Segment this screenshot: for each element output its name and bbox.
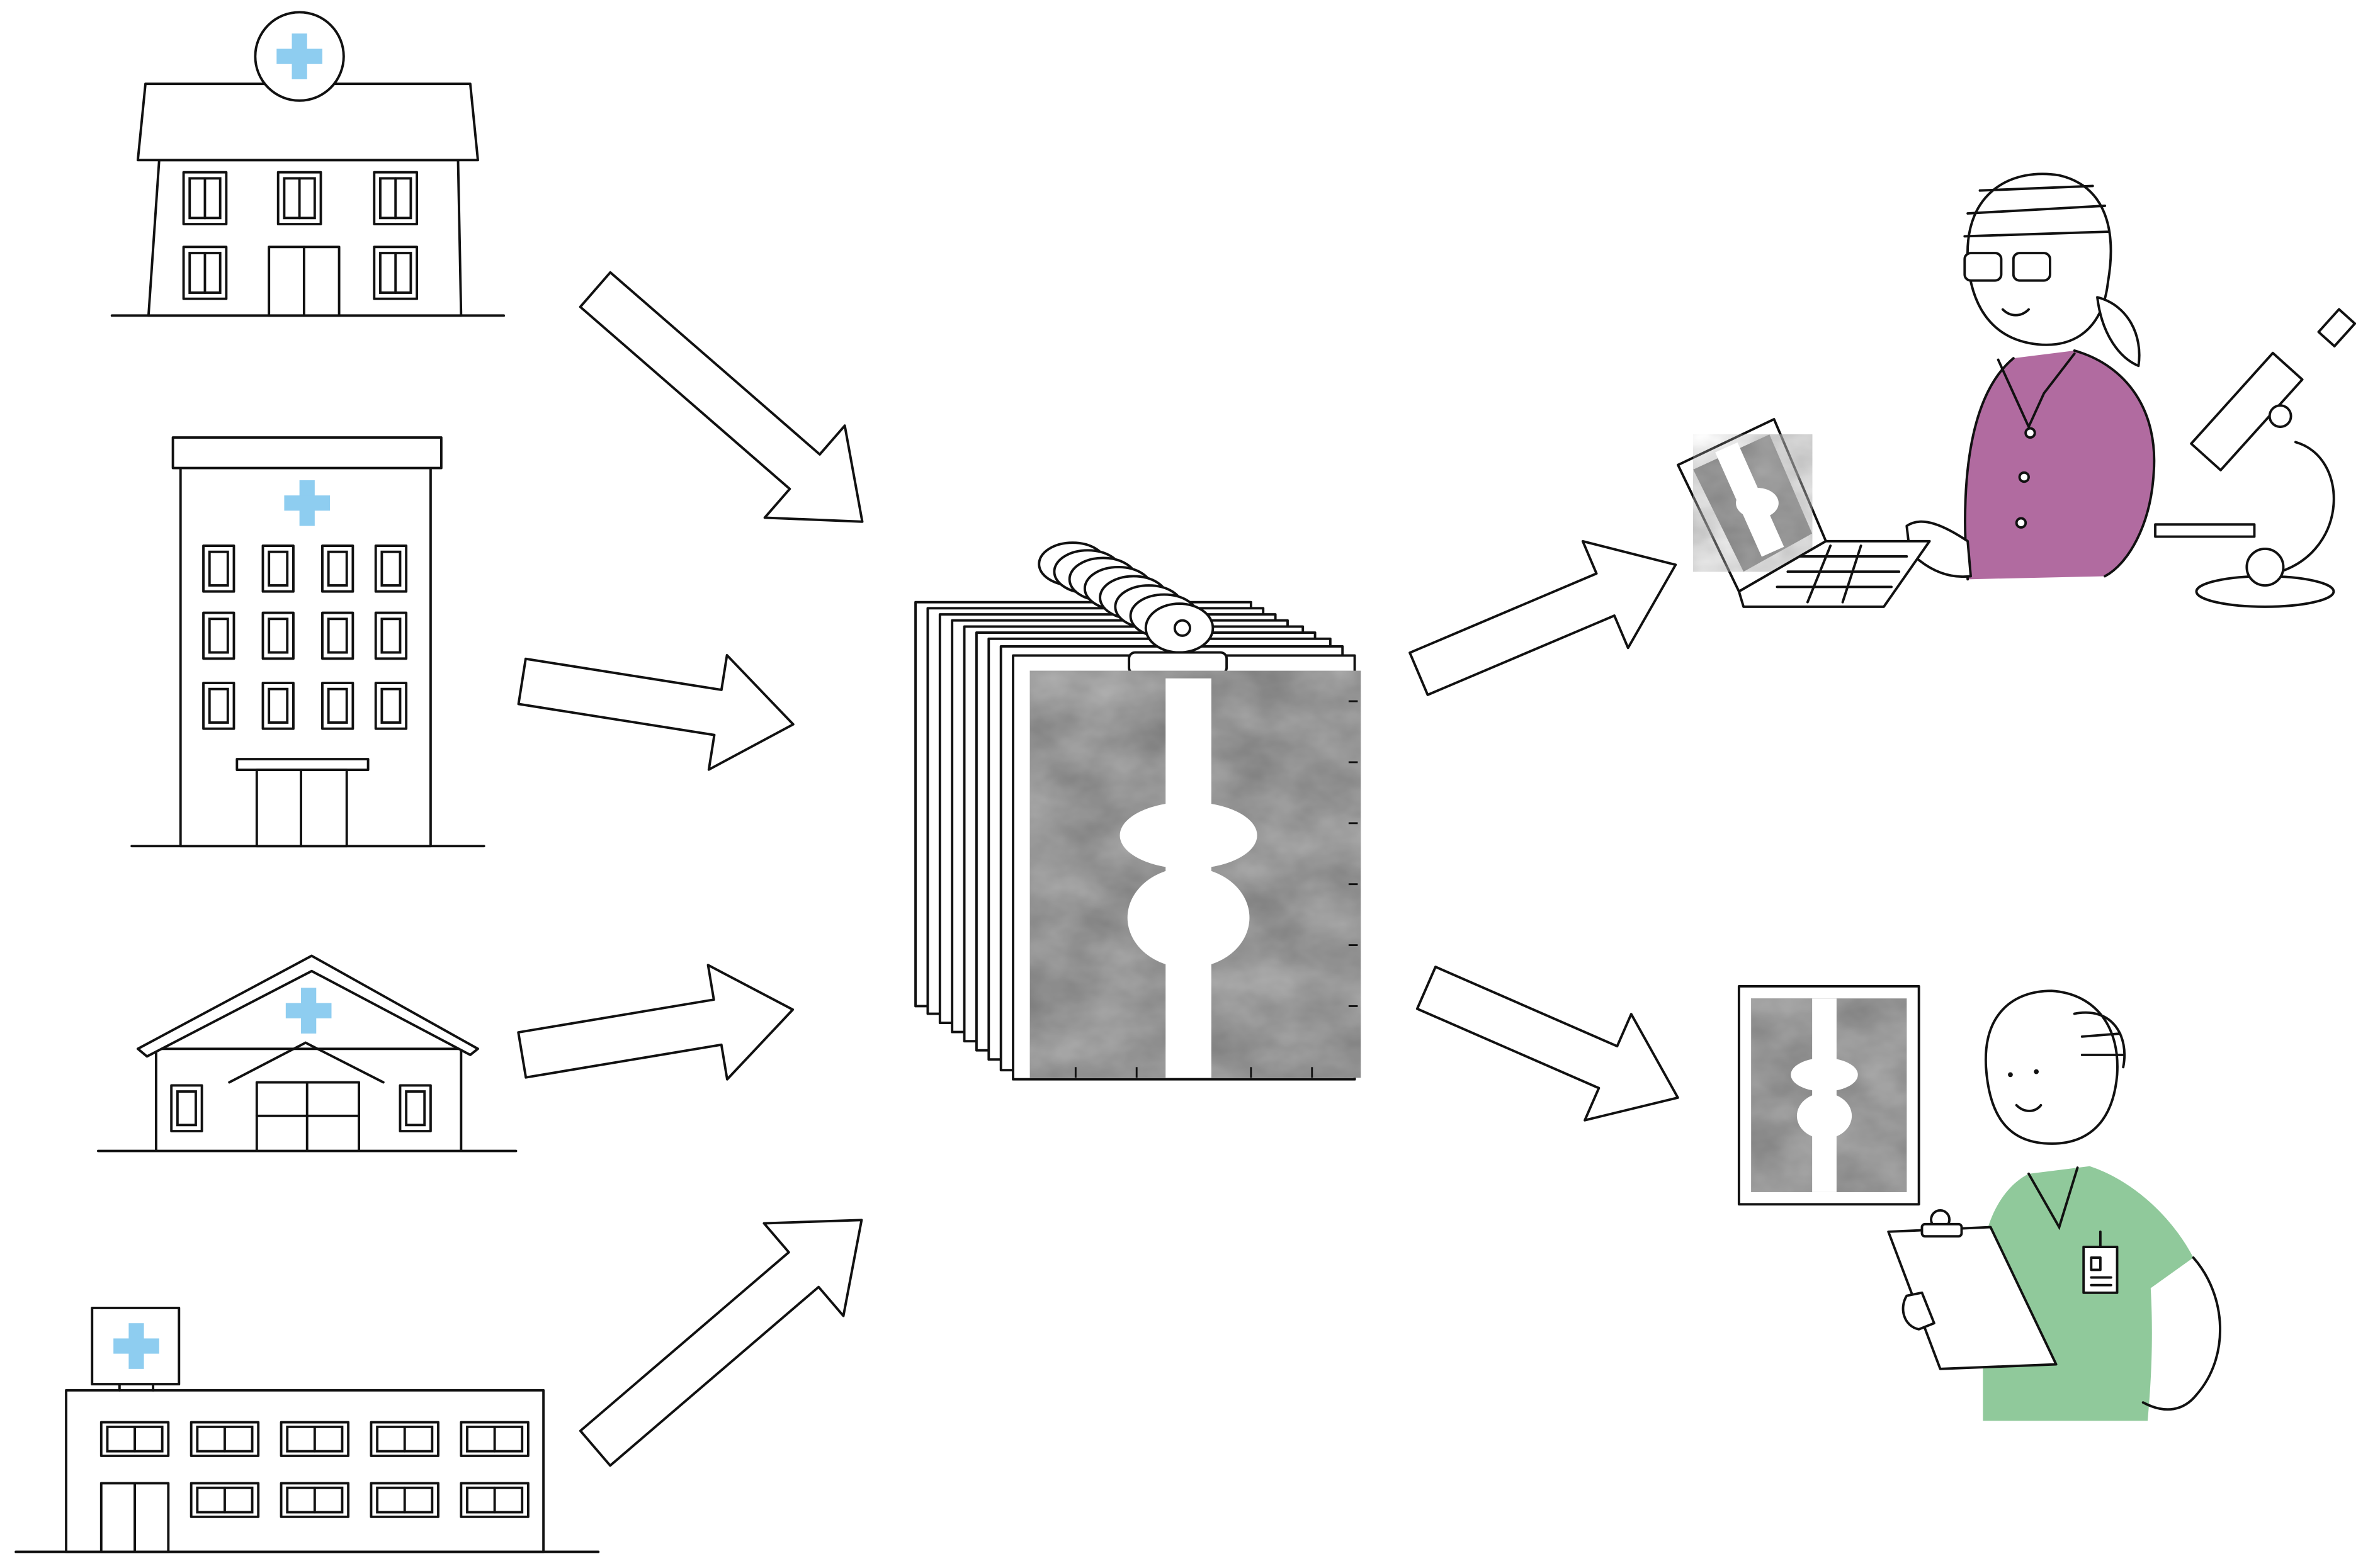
laptop-icon (1677, 418, 1931, 608)
hospital-3-icon (96, 954, 518, 1152)
hospital-1-icon (110, 11, 506, 317)
xray-stack-icon (914, 541, 1361, 1081)
arrow-icon (579, 1219, 863, 1467)
arrow-icon (1408, 539, 1677, 696)
hospital-2-icon (130, 436, 485, 848)
doctor-icon (1981, 989, 2221, 1421)
arrow-icon (579, 271, 864, 523)
xray-print-icon (1737, 985, 1920, 1206)
microscope-icon (2154, 308, 2356, 608)
arrow-icon (517, 653, 795, 771)
arrow-icon (517, 964, 795, 1081)
pathologist-icon (1905, 172, 2156, 581)
arrow-icon (1415, 966, 1679, 1122)
clipboard-icon (1887, 1209, 2058, 1370)
hospital-4-icon (14, 1307, 600, 1553)
